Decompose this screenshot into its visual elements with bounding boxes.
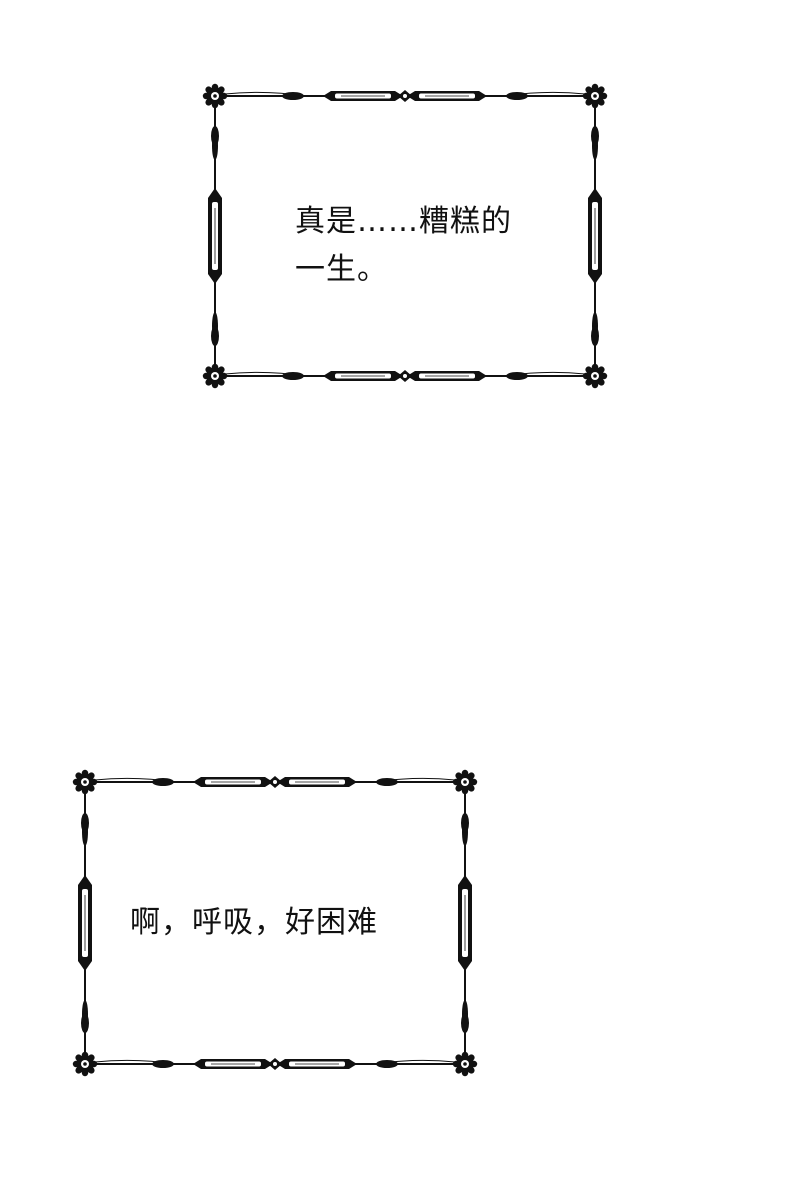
border-ornament [85,776,465,788]
border-ornament [215,370,595,382]
rosette-icon [582,83,608,109]
rosette-icon [202,363,228,389]
ornate-border-icon [202,83,608,389]
rosette-icon [452,769,478,795]
caption-line: 真是……糟糕的 [295,204,512,239]
border-ornament [78,782,92,1064]
border-ornament [215,90,595,102]
rosette-icon [72,1051,98,1077]
caption-line: 啊，呼吸，好困难 [130,905,378,940]
border-ornament [208,96,222,376]
caption-text-2: 啊，呼吸，好困难 [130,899,378,947]
caption-line: 一生。 [295,252,388,287]
rosette-icon [582,363,608,389]
ornate-border-icon [72,769,478,1077]
border-ornament [588,96,602,376]
rosette-icon [452,1051,478,1077]
border-ornament [85,1058,465,1070]
rosette-icon [202,83,228,109]
border-ornament [458,782,472,1064]
caption-text-1: 真是……糟糕的 一生。 [295,198,512,294]
ornate-caption-frame-2: 啊，呼吸，好困难 [72,769,478,1077]
rosette-icon [72,769,98,795]
ornate-caption-frame-1: 真是……糟糕的 一生。 [202,83,608,389]
